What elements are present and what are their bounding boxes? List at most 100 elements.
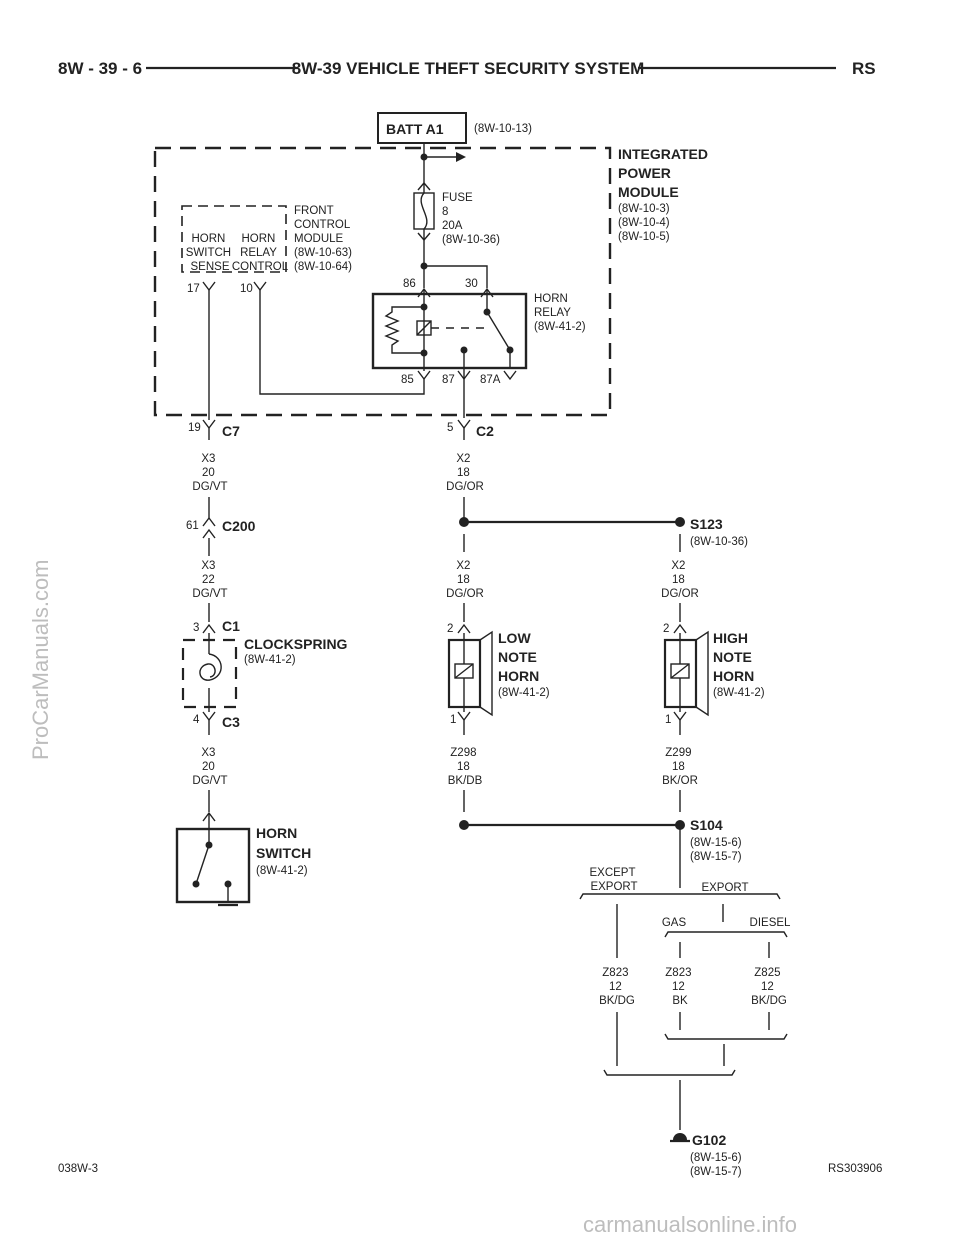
- merge-brace-final: [603, 1069, 736, 1076]
- high-horn-title: HIGH NOTE HORN: [713, 630, 756, 684]
- fcm-pin-17: 17: [187, 283, 200, 295]
- high-horn-bell: [695, 630, 709, 717]
- wire-label-x3-20: X3 20 DG/VT: [192, 453, 227, 493]
- high-horn-pin-1: 1: [665, 714, 671, 726]
- s104-refs: (8W-15-6) (8W-15-7): [690, 837, 745, 863]
- relay-switch-arm: [486, 311, 511, 351]
- horn-switch-title: HORN SWITCH: [256, 825, 311, 861]
- connector-c200: 61 C200: [186, 515, 256, 539]
- low-horn-pin-1: 1: [450, 714, 456, 726]
- option-export: EXPORT: [701, 882, 748, 894]
- control-wire: [259, 290, 425, 395]
- merge-brace-bottom: [664, 1033, 788, 1040]
- horn-switch-arm: [195, 844, 210, 885]
- fcm-pin-10: 10: [240, 283, 253, 295]
- wire-label-x2-18: X2 18 DG/OR: [446, 453, 484, 493]
- batt-branch-arrow: [456, 152, 466, 162]
- fuse-8: FUSE 8 20A (8W-10-36): [413, 181, 500, 288]
- splice-s123: S123 (8W-10-36): [459, 516, 748, 548]
- wire-label-x2-high: X2 18 DG/OR: [661, 560, 699, 600]
- relay-pin-87a: 87A: [480, 374, 501, 386]
- c7-name: C7: [222, 423, 240, 439]
- batt-a1-ref: (8W-10-13): [474, 123, 532, 135]
- option-brace-top: [579, 893, 781, 900]
- fuse-label: FUSE 8 20A (8W-10-36): [442, 192, 500, 246]
- wire-label-z825: Z825 12 BK/DG: [751, 967, 787, 1007]
- low-note-horn: 2 1 LOW NOTE HORN (8W-41-2): [447, 623, 550, 726]
- clockspring-ref: (8W-41-2): [244, 654, 296, 666]
- integrated-power-module: INTEGRATED POWER MODULE (8W-10-3) (8W-10…: [153, 146, 712, 417]
- c1-pin: 3: [193, 622, 199, 634]
- clockspring: 3 C1 CLOCKSPRING (8W-41-2) 4 C3: [181, 618, 348, 730]
- horn-switch: HORN SWITCH (8W-41-2): [175, 811, 311, 907]
- wire-label-x2-low: X2 18 DG/OR: [446, 560, 484, 600]
- c200-pin: 61: [186, 520, 199, 532]
- splice-s104: S104 (8W-15-6) (8W-15-7): [459, 817, 745, 863]
- relay-label: HORN RELAY (8W-41-2): [534, 293, 586, 333]
- high-horn-ref: (8W-41-2): [713, 687, 765, 699]
- page-number: 8W - 39 - 6: [58, 59, 142, 78]
- front-control-module: FRONT CONTROL MODULE (8W-10-63) (8W-10-6…: [181, 205, 425, 420]
- model-code: RS: [852, 59, 876, 78]
- wire-label-z299: Z299 18 BK/OR: [662, 747, 698, 787]
- clockspring-coil: [199, 653, 222, 681]
- relay-pin-30: 30: [465, 278, 478, 290]
- side-watermark: ProCarManuals.com: [28, 559, 53, 760]
- c3-name: C3: [222, 714, 240, 730]
- s123-ref: (8W-10-36): [690, 536, 748, 548]
- batt-a1-label: BATT A1: [386, 121, 444, 137]
- c2-name: C2: [476, 423, 494, 439]
- fcm-label: FRONT CONTROL MODULE (8W-10-63) (8W-10-6…: [294, 205, 355, 273]
- ground-g102: G102 (8W-15-6) (8W-15-7): [670, 1132, 742, 1178]
- relay-pin-86: 86: [403, 278, 416, 290]
- option-diesel: DIESEL: [750, 917, 792, 929]
- footer-right: RS303906: [828, 1163, 882, 1175]
- page-title: 8W-39 VEHICLE THEFT SECURITY SYSTEM: [292, 59, 645, 78]
- horn-relay-box: [371, 292, 528, 370]
- fcm-horn-switch-sense: HORN SWITCH SENSE: [186, 233, 235, 273]
- bottom-watermark: carmanualsonline.info: [583, 1212, 797, 1237]
- wire-label-x3-20b: X3 20 DG/VT: [192, 747, 227, 787]
- high-note-horn: 2 1 HIGH NOTE HORN (8W-41-2): [663, 623, 765, 726]
- high-horn-box: [663, 638, 698, 709]
- c1-name: C1: [222, 618, 240, 634]
- fcm-horn-relay-control: HORN RELAY CONTROL: [232, 233, 289, 273]
- batt-a1: BATT A1 (8W-10-13): [377, 112, 532, 183]
- c2-pin: 5: [447, 422, 453, 434]
- option-except-export: EXCEPT EXPORT: [589, 867, 638, 893]
- batt-a1-box: [377, 112, 467, 144]
- fuse-element: [420, 192, 428, 230]
- relay-resistor-wire: [384, 306, 424, 354]
- wire-label-x3-22: X3 22 DG/VT: [192, 560, 227, 600]
- low-horn-title: LOW NOTE HORN: [498, 630, 541, 684]
- ipm-dashed-border: [153, 146, 612, 417]
- fcm-pin-10-terminal: [253, 281, 267, 292]
- s104-name: S104: [690, 817, 723, 833]
- ipm-refs: (8W-10-3) (8W-10-4) (8W-10-5): [618, 203, 673, 243]
- export-options: EXCEPT EXPORT EXPORT GAS DIESEL: [579, 867, 792, 958]
- wire-label-z823-bkdg: Z823 12 BK/DG: [599, 967, 635, 1007]
- horn-relay: 86 30 HORN RELAY (8W-41-2) 85 87 87A: [371, 278, 586, 418]
- relay-pin-87: 87: [442, 374, 455, 386]
- relay-pin-85: 85: [401, 374, 414, 386]
- page-header: 8W - 39 - 6 8W-39 VEHICLE THEFT SECURITY…: [58, 59, 876, 78]
- low-horn-pin-2: 2: [447, 623, 453, 635]
- g102-name: G102: [692, 1132, 726, 1148]
- option-gas: GAS: [662, 917, 687, 929]
- connector-c7: 19 C7: [188, 419, 240, 440]
- low-horn-box: [447, 638, 482, 709]
- ipm-title: INTEGRATED POWER MODULE: [618, 146, 712, 200]
- high-horn-pin-2: 2: [663, 623, 669, 635]
- low-horn-ref: (8W-41-2): [498, 687, 550, 699]
- connector-c2: 5 C2: [447, 419, 494, 440]
- wire-label-z823-bk: Z823 12 BK: [665, 967, 694, 1007]
- ground-symbol: [673, 1133, 687, 1140]
- c7-pin: 19: [188, 422, 201, 434]
- fcm-pin-17-terminal: [202, 281, 216, 292]
- footer-left: 038W-3: [58, 1163, 98, 1175]
- c200-name: C200: [222, 518, 256, 534]
- s123-name: S123: [690, 516, 723, 532]
- option-brace-gas-diesel: [664, 931, 788, 938]
- horn-switch-box: [175, 827, 251, 904]
